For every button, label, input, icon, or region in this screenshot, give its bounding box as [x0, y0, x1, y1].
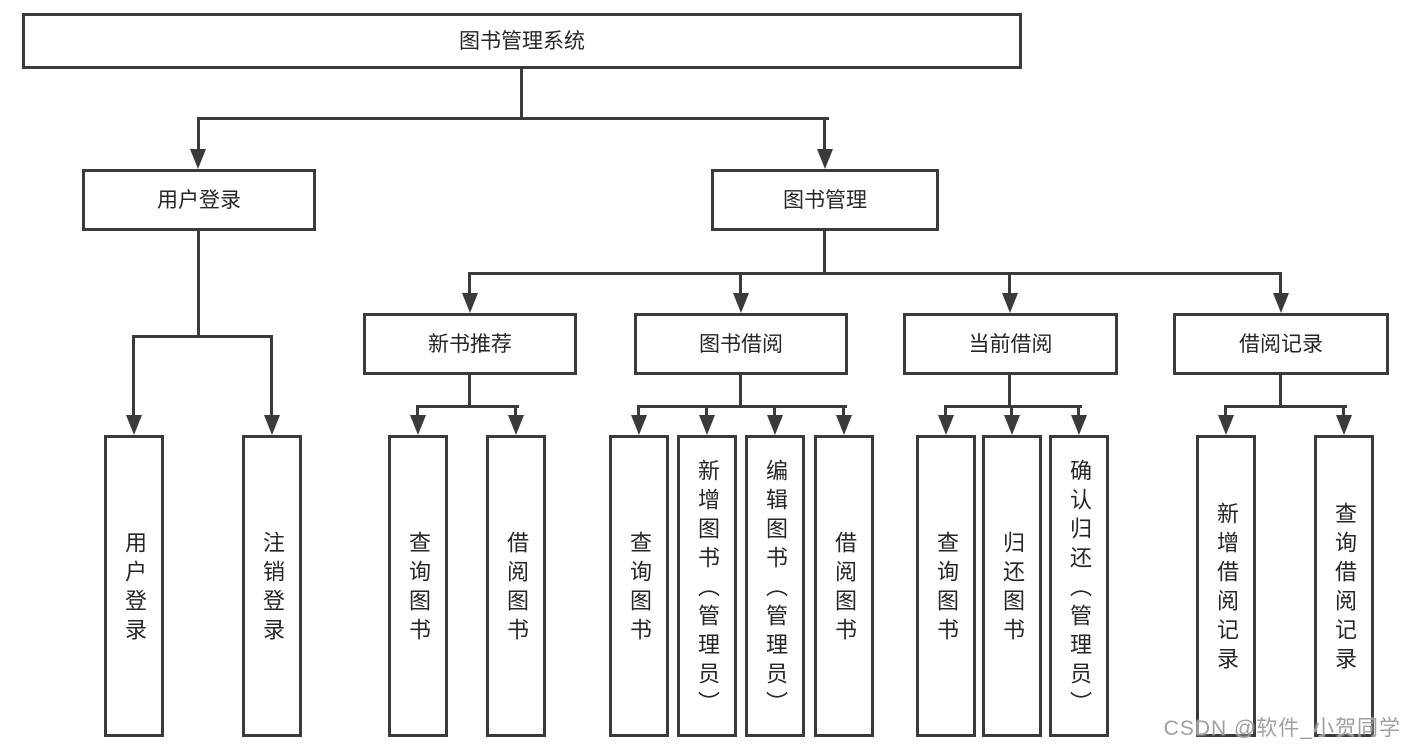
node-borrow-record: 借阅记录 — [1173, 313, 1389, 375]
leaf-user-login: 用户登录 — [104, 435, 164, 737]
connector-user-login-trunk — [197, 231, 200, 338]
connector-book-borrow-trunk — [739, 375, 742, 408]
connector-to-leaf-user-login — [132, 335, 135, 418]
arrowhead-leaf — [1071, 415, 1087, 435]
arrowhead-leaf-user-login — [126, 415, 142, 435]
arrowhead-leaf — [699, 415, 715, 435]
arrowhead-new-book — [462, 293, 478, 313]
arrowhead-leaf — [767, 415, 783, 435]
arrowhead-leaf — [1004, 415, 1020, 435]
connector-borrow-record-bus — [1224, 405, 1347, 408]
leaf-borrow-book: 借阅图书 — [814, 435, 874, 737]
arrowhead-leaf — [631, 415, 647, 435]
arrowhead-leaf — [1336, 415, 1352, 435]
connector-user-login-bus — [132, 335, 273, 338]
leaf-confirm-return-admin: 确认归还（管理员） — [1049, 435, 1109, 737]
leaf-query-book-borrow: 查询图书 — [609, 435, 669, 737]
arrowhead-current-borrow — [1002, 293, 1018, 313]
connector-book-borrow-bus — [637, 405, 847, 408]
arrowhead-leaf-logout — [264, 415, 280, 435]
connector-stub — [944, 405, 947, 417]
connector-current-borrow-bus — [944, 405, 1082, 408]
arrowhead-leaf — [938, 415, 954, 435]
arrowhead-leaf — [508, 415, 524, 435]
arrowhead-user-login — [190, 149, 206, 169]
connector-stub — [1342, 405, 1345, 417]
leaf-return-book: 归还图书 — [982, 435, 1042, 737]
connector-to-current-borrow — [1008, 272, 1011, 295]
connector-borrow-record-trunk — [1279, 375, 1282, 408]
connector-book-management-trunk — [823, 231, 826, 275]
node-library-management-system: 图书管理系统 — [22, 13, 1022, 69]
connector-stub — [705, 405, 708, 417]
connector-stub — [1010, 405, 1013, 417]
leaf-query-book-recommend: 查询图书 — [388, 435, 448, 737]
csdn-watermark: CSDN @软件_小贺同学 — [1163, 717, 1401, 740]
connector-stub — [1224, 405, 1227, 417]
arrowhead-borrow-record — [1273, 293, 1289, 313]
connector-root-bus — [197, 117, 829, 120]
connector-stub — [637, 405, 640, 417]
node-user-login: 用户登录 — [82, 169, 316, 231]
node-new-book-recommend: 新书推荐 — [363, 313, 577, 375]
leaf-add-book-admin: 新增图书（管理员） — [677, 435, 737, 737]
connector-to-new-book — [468, 272, 471, 295]
leaf-add-borrow-record: 新增借阅记录 — [1196, 435, 1256, 737]
connector-new-book-trunk — [468, 375, 471, 408]
connector-to-leaf-logout — [270, 335, 273, 418]
node-book-borrow: 图书借阅 — [634, 313, 848, 375]
connector-stub — [842, 405, 845, 417]
connector-stub — [773, 405, 776, 417]
arrowhead-book-borrow — [733, 293, 749, 313]
leaf-query-book-current: 查询图书 — [916, 435, 976, 737]
leaf-borrow-book-recommend: 借阅图书 — [486, 435, 546, 737]
node-book-management: 图书管理 — [711, 169, 939, 231]
connector-book-management-bus — [468, 272, 1282, 275]
node-current-borrow: 当前借阅 — [903, 313, 1118, 375]
connector-to-book-borrow — [739, 272, 742, 295]
leaf-edit-book-admin: 编辑图书（管理员） — [745, 435, 805, 737]
arrowhead-leaf — [1218, 415, 1234, 435]
arrowhead-leaf — [410, 415, 426, 435]
arrowhead-leaf — [836, 415, 852, 435]
connector-root-to-book-management — [823, 117, 826, 152]
connector-stub — [514, 405, 517, 417]
connector-to-borrow-record — [1279, 272, 1282, 295]
connector-root-trunk — [520, 69, 523, 117]
connector-current-borrow-trunk — [1008, 375, 1011, 408]
connector-new-book-bus — [416, 405, 519, 408]
arrowhead-book-management — [817, 149, 833, 169]
connector-root-to-user-login — [197, 117, 200, 152]
connector-stub — [416, 405, 419, 417]
leaf-query-borrow-record: 查询借阅记录 — [1314, 435, 1374, 737]
leaf-logout: 注销登录 — [242, 435, 302, 737]
connector-stub — [1077, 405, 1080, 417]
